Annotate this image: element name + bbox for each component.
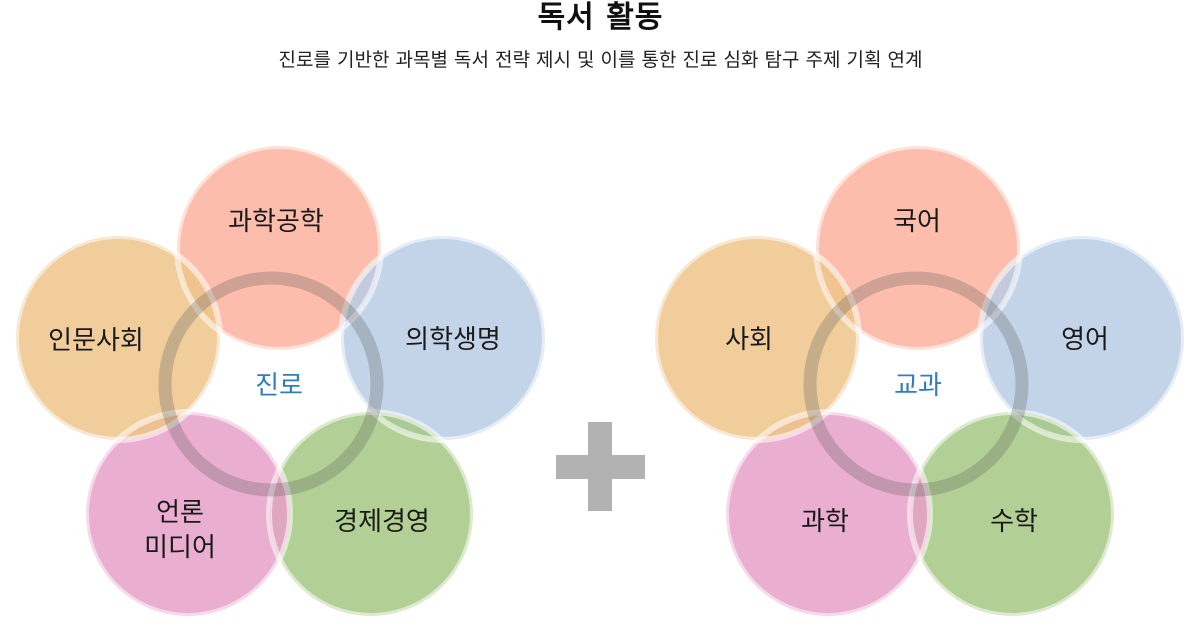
label-media-line1: 언론 <box>156 498 204 528</box>
ring-korean <box>813 143 1023 353</box>
subject-connecting-ring <box>803 271 1029 497</box>
label-social-studies: 사회 <box>725 325 773 355</box>
label-english: 영어 <box>1061 325 1109 355</box>
circle-science <box>726 412 930 616</box>
circle-media <box>86 412 290 616</box>
circle-humanities-society <box>16 236 220 440</box>
circle-korean <box>816 146 1020 350</box>
subject-venn-group: 국어 영어 수학 과학 사회 교과 <box>652 143 1187 619</box>
label-science: 과학 <box>801 507 849 537</box>
label-korean: 국어 <box>893 207 941 237</box>
circle-english <box>980 236 1184 440</box>
label-subject-center: 교과 <box>894 371 942 401</box>
label-economics-management: 경제경영 <box>334 507 430 537</box>
page-title: 독서 활동 <box>537 0 664 35</box>
page-subtitle: 진로를 기반한 과목별 독서 전략 제시 및 이를 통한 진로 심화 탐구 주제… <box>278 49 923 71</box>
circle-social-studies <box>655 236 859 440</box>
label-media-line2: 미디어 <box>144 533 216 563</box>
label-career-center: 진로 <box>255 371 303 401</box>
circle-science-engineering <box>177 146 381 350</box>
label-math: 수학 <box>990 507 1038 537</box>
label-humanities-society: 인문사회 <box>48 326 144 356</box>
label-science-engineering: 과학공학 <box>228 207 324 237</box>
career-venn-group: 과학공학 의학생명 경제경영 언론 미디어 인문사회 진로 <box>13 143 548 619</box>
ring-social-studies <box>652 233 862 443</box>
career-connecting-ring <box>158 271 384 497</box>
circle-medicine-life <box>341 236 545 440</box>
ring-math <box>907 409 1117 619</box>
ring-science-engineering <box>174 143 384 353</box>
circle-economics-management <box>269 412 473 616</box>
plus-icon-vertical <box>588 422 612 511</box>
label-medicine-life: 의학생명 <box>405 325 501 355</box>
circle-math <box>910 412 1114 616</box>
plus-icon <box>556 422 645 511</box>
ring-humanities-society <box>13 233 223 443</box>
ring-economics-management <box>266 409 476 619</box>
